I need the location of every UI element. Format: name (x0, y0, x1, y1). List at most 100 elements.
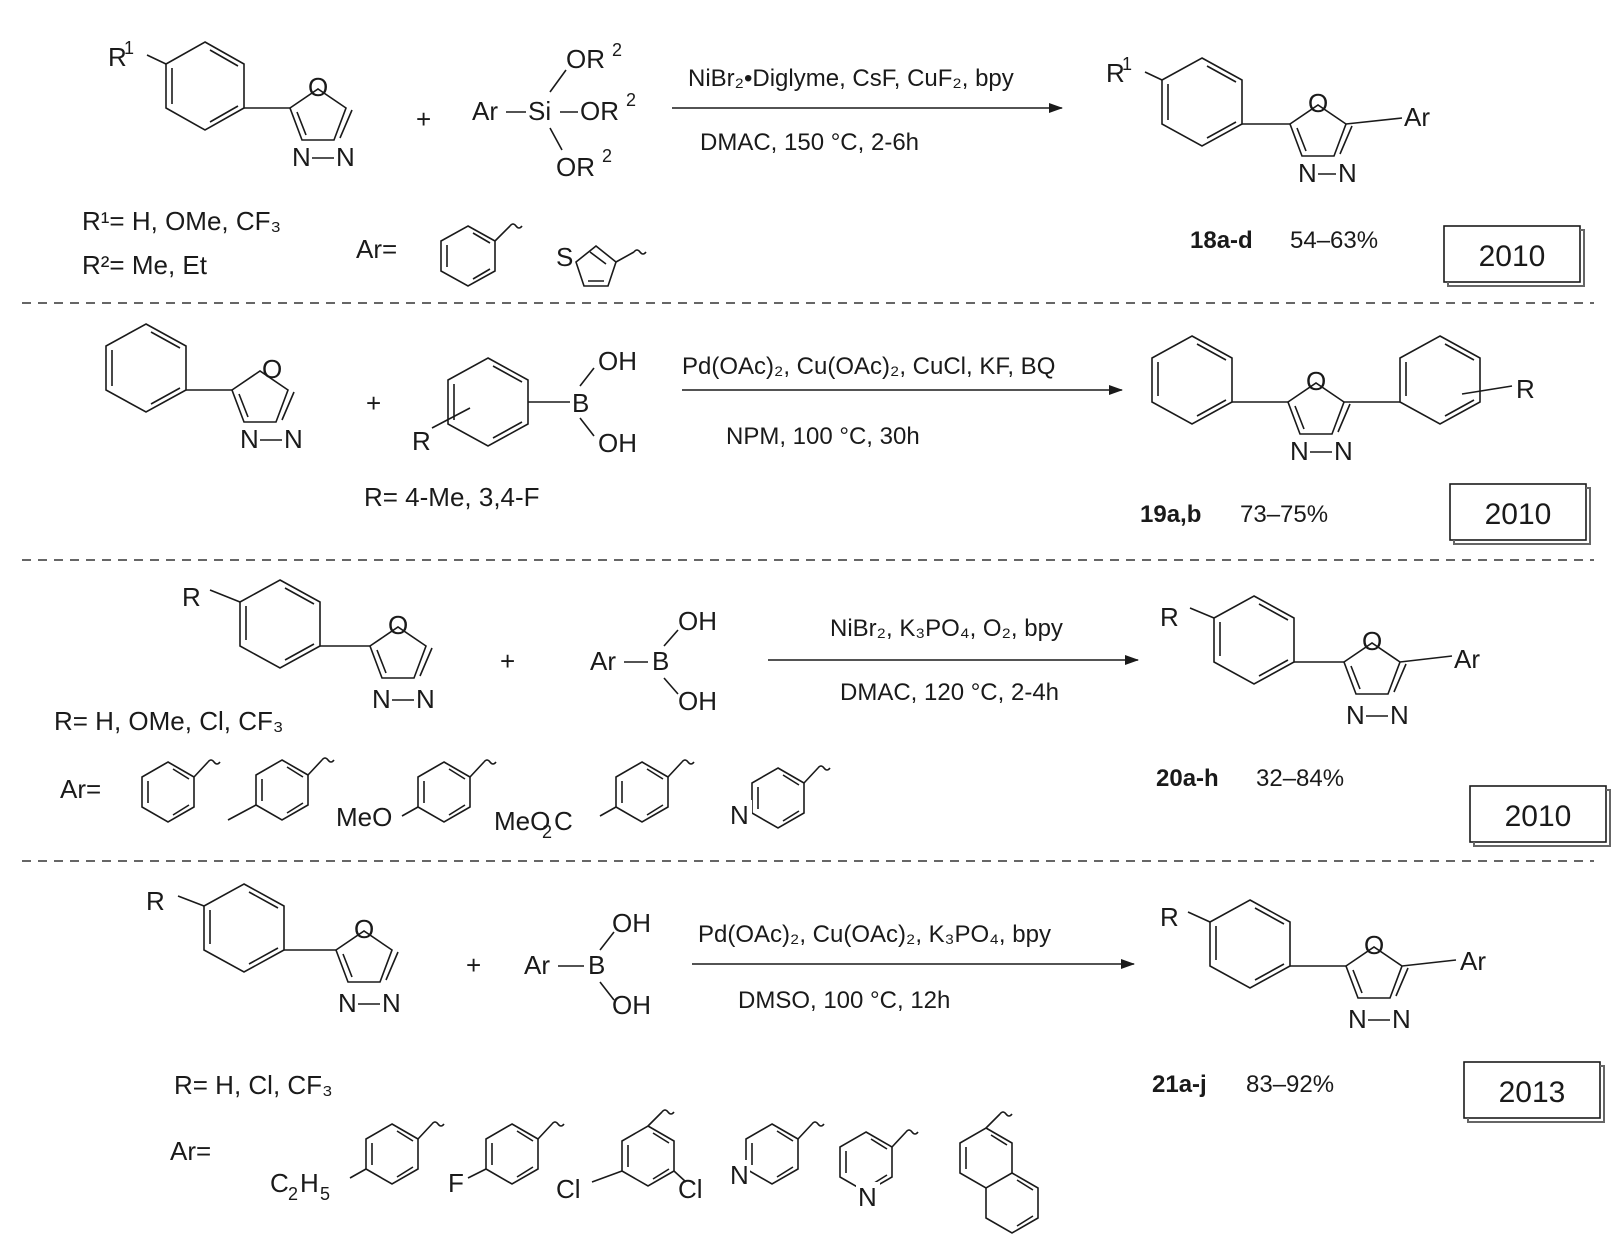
substituent-r: R= H, Cl, CF₃ (174, 1070, 333, 1100)
year-label: 2013 (1499, 1076, 1566, 1109)
svg-text:+: + (466, 950, 481, 980)
svg-text:MeO: MeO (336, 802, 392, 832)
svg-text:Si: Si (528, 96, 551, 126)
svg-text:2: 2 (602, 146, 612, 166)
svg-text:N: N (1290, 436, 1309, 466)
year-box (1463, 1061, 1601, 1119)
svg-text:OH: OH (598, 428, 637, 458)
svg-text:O: O (262, 354, 282, 384)
silane-reagent: Ar Si OR 2 OR 2 OR 2 (472, 40, 636, 182)
svg-text:R: R (1516, 374, 1535, 404)
atom-label: N (336, 142, 355, 172)
atom-label: N (292, 142, 311, 172)
svg-text:B: B (652, 646, 669, 676)
svg-text:N: N (1348, 1004, 1367, 1034)
compound-id: 19a,b (1140, 501, 1201, 528)
scheme-4: R O N N + Ar B OH OH Pd(OAc)₂, Cu(OAc)₂,… (146, 883, 1605, 1234)
svg-text:R: R (1160, 602, 1179, 632)
svg-text:B: B (588, 950, 605, 980)
arylboronic-acid: Ar B OH OH (524, 908, 651, 1020)
fluorophenyl-ar-option: F (448, 1121, 565, 1198)
benzene-ring (165, 41, 245, 131)
arylboronic-acid: Ar B OH OH (590, 606, 717, 716)
ethylphenyl-ar-option: C 2 H 5 (270, 1121, 445, 1204)
svg-text:N: N (240, 424, 259, 454)
svg-text:R: R (182, 582, 201, 612)
compound-id: 21a-j (1152, 1071, 1207, 1098)
svg-text:OR: OR (566, 44, 605, 74)
oxadiazole-reactant-1: R 1 O N N (108, 38, 355, 172)
svg-text:MeO: MeO (494, 806, 550, 836)
conditions-top: NiBr₂, K₃PO₄, O₂, bpy (830, 615, 1063, 642)
plus-sign: + (416, 104, 431, 134)
phenyl-ar-option (440, 223, 523, 287)
svg-text:Ar: Ar (1404, 102, 1430, 132)
svg-text:C: C (554, 806, 573, 836)
svg-text:1: 1 (124, 38, 134, 58)
svg-text:2: 2 (612, 40, 622, 60)
substituent-r: R= 4-Me, 3,4-F (364, 482, 540, 512)
svg-text:Ar: Ar (1460, 946, 1486, 976)
svg-text:OH: OH (612, 990, 651, 1020)
svg-text:OH: OH (678, 606, 717, 636)
atom-label: R (108, 42, 127, 72)
svg-text:OH: OH (678, 686, 717, 716)
conditions-top: Pd(OAc)₂, Cu(OAc)₂, K₃PO₄, bpy (698, 921, 1051, 948)
oxadiazole-reactant-3: R O N N (182, 579, 435, 714)
svg-text:R: R (1160, 902, 1179, 932)
svg-text:N: N (858, 1182, 877, 1212)
svg-text:Ar: Ar (590, 646, 616, 676)
svg-text:N: N (730, 800, 749, 830)
svg-text:F: F (448, 1168, 464, 1198)
year-label: 2010 (1485, 498, 1552, 531)
svg-text:OR: OR (556, 152, 595, 182)
3-pyridyl-ar-option: N (839, 1129, 919, 1212)
svg-text:O: O (1362, 626, 1382, 656)
svg-text:5: 5 (320, 1184, 330, 1204)
svg-text:N: N (1390, 700, 1409, 730)
scheme-3: R O N N + Ar B OH OH NiBr₂, K₃PO₄, O₂, b… (54, 579, 1611, 847)
svg-text:O: O (1308, 88, 1328, 118)
pyridyl-ar-option: N (728, 765, 831, 830)
svg-text:S: S (556, 242, 573, 272)
svg-text:N: N (338, 988, 357, 1018)
svg-text:N: N (1392, 1004, 1411, 1034)
bond (146, 54, 167, 65)
svg-text:H: H (300, 1168, 319, 1198)
ar-label: Ar= (170, 1136, 211, 1166)
svg-text:2: 2 (288, 1184, 298, 1204)
phenyl-oxadiazole-reactant: O N N (105, 323, 303, 454)
svg-text:O: O (1364, 930, 1384, 960)
dichlorophenyl-ar-option: Cl Cl (556, 1109, 703, 1204)
4-pyridyl-ar-option: N (726, 1121, 825, 1190)
year-label: 2010 (1505, 800, 1572, 833)
svg-text:Cl: Cl (678, 1174, 703, 1204)
svg-text:Cl: Cl (556, 1174, 581, 1204)
svg-text:OH: OH (612, 908, 651, 938)
yield: 73–75% (1240, 501, 1328, 528)
svg-text:O: O (1306, 366, 1326, 396)
svg-text:R: R (412, 426, 431, 456)
svg-text:Ar: Ar (1454, 644, 1480, 674)
svg-text:+: + (366, 388, 381, 418)
conditions-top: NiBr₂•Diglyme, CsF, CuF₂, bpy (688, 65, 1014, 92)
svg-text:O: O (354, 914, 374, 944)
conditions-bottom: NPM, 100 °C, 30h (726, 423, 920, 450)
year-label: 2010 (1479, 240, 1546, 273)
yield: 32–84% (1256, 765, 1344, 792)
svg-text:N: N (284, 424, 303, 454)
svg-text:B: B (572, 388, 589, 418)
year-box (1469, 785, 1607, 843)
substituent-r2: R²= Me, Et (82, 250, 208, 280)
conditions-bottom: DMSO, 100 °C, 12h (738, 987, 950, 1014)
substituent-r: R= H, OMe, Cl, CF₃ (54, 706, 283, 736)
svg-text:N: N (1298, 158, 1317, 188)
conditions-bottom: DMAC, 120 °C, 2-4h (840, 679, 1059, 706)
svg-text:N: N (416, 684, 435, 714)
arylboronic-acid: B OH OH R (412, 346, 637, 458)
conditions-bottom: DMAC, 150 °C, 2-6h (700, 129, 919, 156)
svg-text:OR: OR (580, 96, 619, 126)
ar-label: Ar= (356, 234, 397, 264)
thiophene-ar-option: S (556, 242, 647, 287)
